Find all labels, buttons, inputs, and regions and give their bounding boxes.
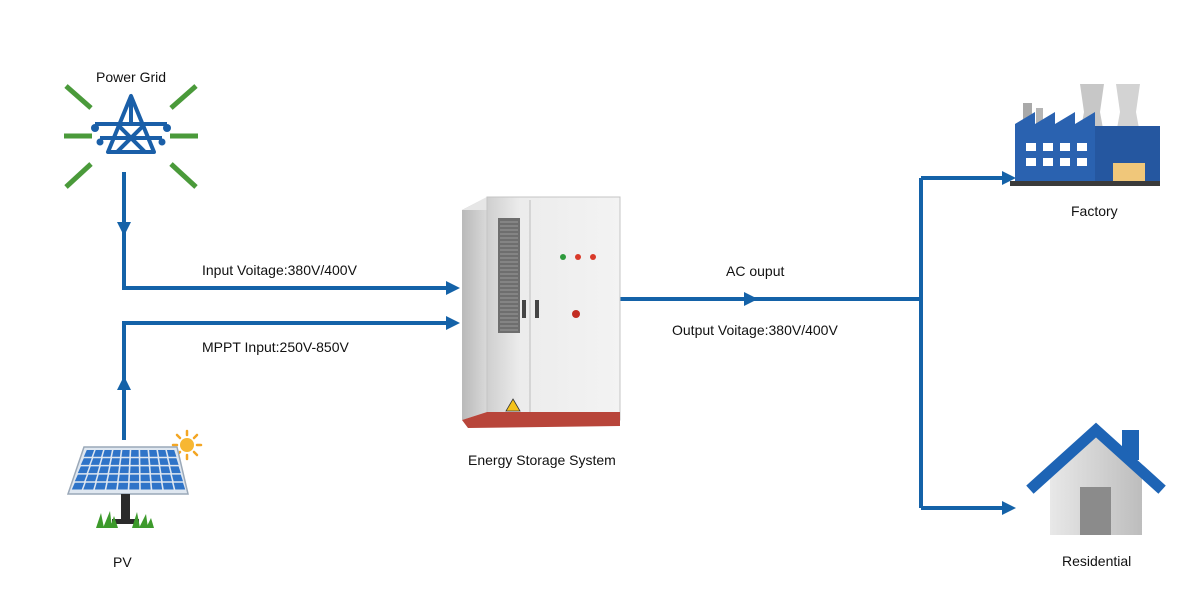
ac-output-label: AC ouput xyxy=(726,263,785,279)
solar-cell xyxy=(166,450,177,457)
pv-ess-arrow xyxy=(446,316,460,330)
factory-icon xyxy=(1010,84,1160,186)
solar-cell xyxy=(77,466,90,474)
solar-cell xyxy=(129,474,140,482)
input-voltage-label: Input Voitage:380V/400V xyxy=(202,262,357,278)
ac-output-arrow xyxy=(744,292,758,306)
factory-arrow xyxy=(1002,171,1016,185)
solar-cell xyxy=(129,482,140,490)
power-grid-label: Power Grid xyxy=(96,69,167,85)
solar-cell xyxy=(88,466,100,474)
residential-arrow xyxy=(1002,501,1016,515)
solar-cell xyxy=(158,450,167,457)
solar-cell xyxy=(80,458,92,465)
solar-cell xyxy=(94,482,107,490)
solar-cell xyxy=(118,474,129,482)
solar-cell xyxy=(130,450,139,457)
ess-label: Energy Storage System xyxy=(468,452,616,468)
solar-cell xyxy=(159,458,169,465)
solar-cell xyxy=(161,474,173,482)
solar-panel-icon xyxy=(66,429,203,528)
grid-ess-arrow xyxy=(446,281,460,295)
pv-label: PV xyxy=(113,554,132,570)
connector-lines xyxy=(122,172,1006,510)
solar-cell xyxy=(71,482,85,490)
solar-cell xyxy=(162,482,174,490)
factory-label: Factory xyxy=(1071,203,1118,219)
energy-storage-cabinet xyxy=(462,196,621,428)
solar-cell xyxy=(160,466,171,474)
solar-cell xyxy=(151,474,162,482)
output-voltage-label: Output Voitage:380V/400V xyxy=(672,322,838,338)
solar-cell xyxy=(130,458,139,465)
solar-cell xyxy=(140,466,150,474)
solar-cell xyxy=(110,458,120,465)
solar-cell xyxy=(100,458,111,465)
solar-cell xyxy=(170,466,181,474)
arrowheads xyxy=(117,171,1016,515)
pv-up-arrow xyxy=(117,376,131,390)
solar-cell xyxy=(140,458,149,465)
solar-cell xyxy=(149,458,159,465)
solar-cell xyxy=(74,474,87,482)
residential-label: Residential xyxy=(1062,553,1132,569)
solar-cell xyxy=(98,466,110,474)
solar-cell xyxy=(112,450,121,457)
mppt-input-label: MPPT Input:250V-850V xyxy=(202,339,349,355)
solar-cell xyxy=(85,474,98,482)
solar-cell xyxy=(83,450,95,457)
solar-cell xyxy=(149,450,158,457)
solar-cell xyxy=(140,474,151,482)
solar-cell xyxy=(117,482,129,490)
grid-down-arrow xyxy=(117,222,131,236)
solar-cell xyxy=(119,466,129,474)
solar-cell xyxy=(102,450,112,457)
pv-to-ess-line xyxy=(122,321,448,440)
solar-cell xyxy=(130,466,139,474)
solar-cell xyxy=(93,450,103,457)
solar-cell xyxy=(96,474,108,482)
solar-cell xyxy=(173,482,186,490)
solar-cell xyxy=(120,458,130,465)
grid-to-ess-line xyxy=(122,172,448,290)
solar-cell xyxy=(150,466,160,474)
solar-cell xyxy=(171,474,183,482)
solar-cell xyxy=(83,482,96,490)
solar-cell xyxy=(109,466,119,474)
solar-cell xyxy=(140,482,151,490)
solar-cell xyxy=(168,458,179,465)
power-grid-icon xyxy=(64,84,198,189)
solar-cell xyxy=(140,450,149,457)
solar-cell xyxy=(121,450,130,457)
solar-cell xyxy=(151,482,163,490)
solar-cell xyxy=(106,482,118,490)
house-icon xyxy=(1026,422,1166,535)
sun-icon xyxy=(171,429,203,461)
solar-cell xyxy=(107,474,119,482)
solar-cell xyxy=(90,458,102,465)
